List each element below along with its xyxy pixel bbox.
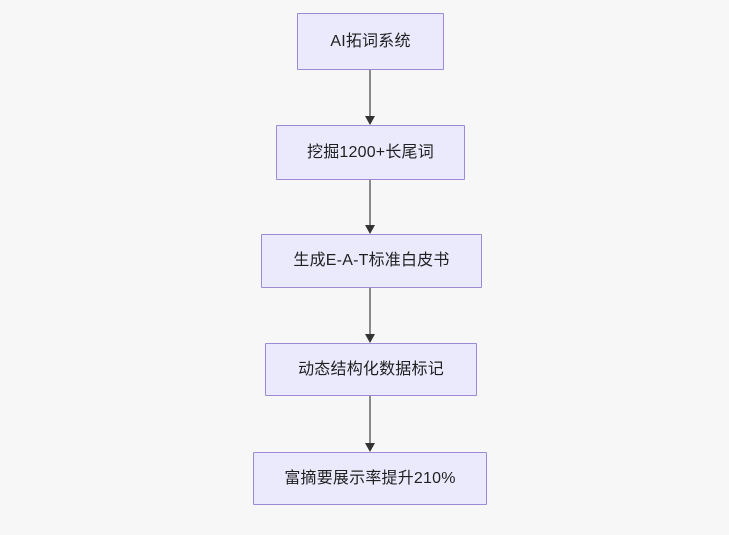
arrowhead-icon [365, 225, 375, 234]
flowchart-node-1[interactable]: 挖掘1200+长尾词 [276, 125, 465, 180]
flowchart-node-0-label: AI拓词系统 [330, 32, 411, 50]
arrowhead-icon [365, 334, 375, 343]
flowchart-arrow-1-to-2 [363, 180, 377, 234]
arrow-line [369, 396, 371, 443]
flowchart-node-1-label: 挖掘1200+长尾词 [307, 143, 434, 161]
flowchart-node-4[interactable]: 富摘要展示率提升210% [253, 452, 487, 505]
flowchart-node-0[interactable]: AI拓词系统 [297, 13, 444, 70]
flowchart-arrow-3-to-4 [363, 396, 377, 452]
flowchart-arrow-2-to-3 [363, 288, 377, 343]
flowchart-node-2-label: 生成E-A-T标准白皮书 [293, 252, 450, 269]
flowchart-arrow-0-to-1 [363, 70, 377, 125]
flowchart-node-3-label: 动态结构化数据标记 [298, 360, 444, 378]
flowchart-node-4-label: 富摘要展示率提升210% [284, 469, 456, 487]
flowchart-node-2[interactable]: 生成E-A-T标准白皮书 [261, 234, 482, 288]
arrowhead-icon [365, 443, 375, 452]
flowchart-node-3[interactable]: 动态结构化数据标记 [265, 343, 477, 396]
arrow-line [369, 70, 371, 116]
arrow-line [369, 288, 371, 334]
arrow-line [369, 180, 371, 225]
arrowhead-icon [365, 116, 375, 125]
